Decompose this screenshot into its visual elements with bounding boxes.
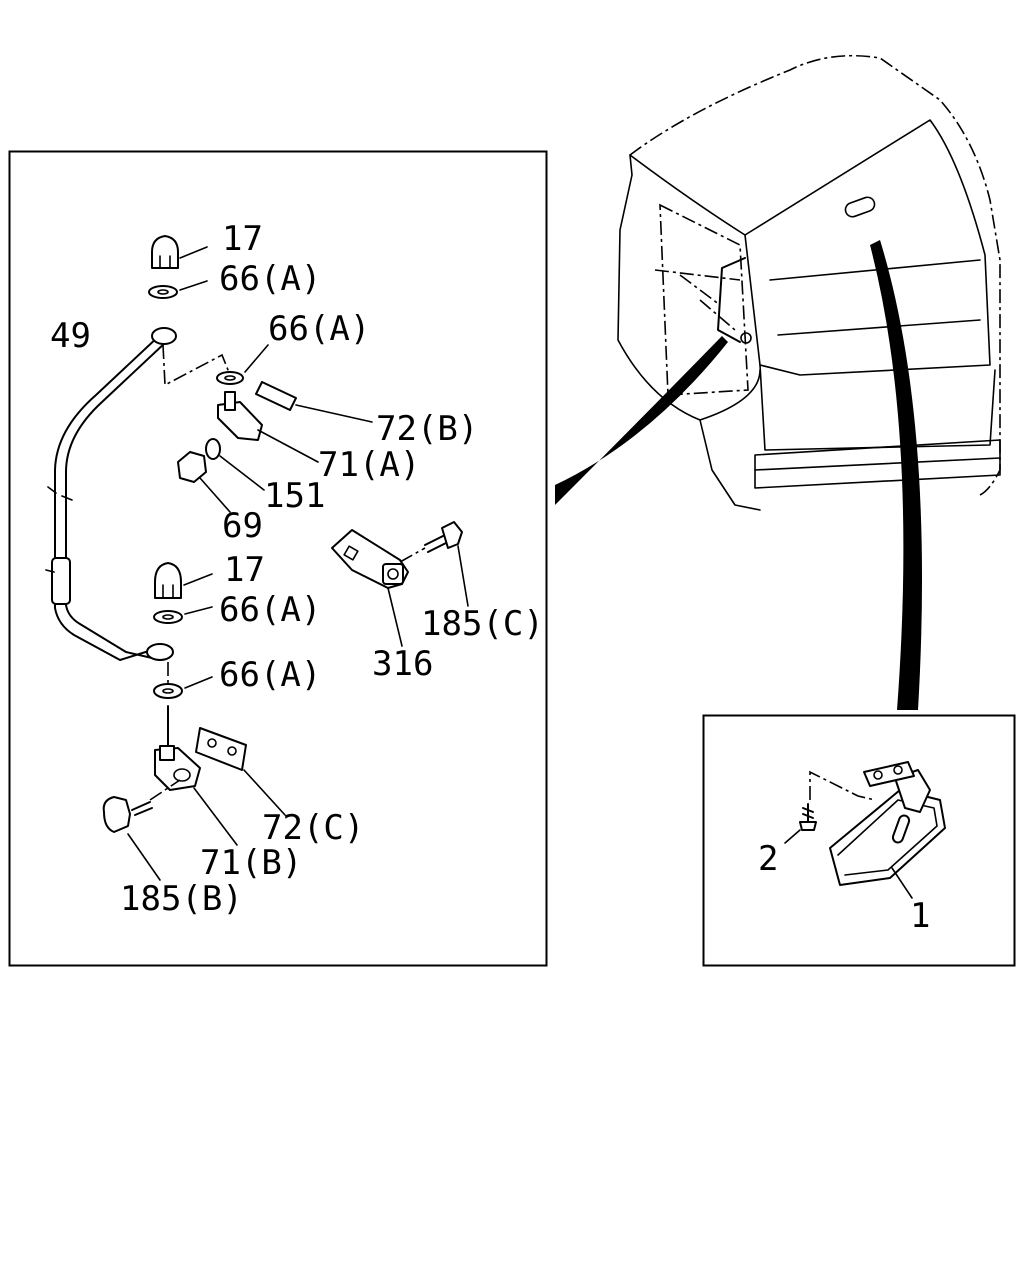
screw-2 [784,770,876,844]
callout-49: 49 [50,316,91,356]
callout-72b: 72(B) [376,409,478,449]
rod-49 [45,327,177,661]
callout-band-right [870,240,923,710]
vehicle-rear-illustration [617,54,1001,511]
washer-66a-4 [153,662,213,699]
callout-185b: 185(B) [120,879,243,919]
bolt-185b [102,779,181,881]
bracket-71b [154,705,238,846]
callout-71a: 71(A) [318,445,420,485]
washer-151 [205,438,265,491]
callout-17-top: 17 [222,219,263,259]
plate-72c [195,727,286,816]
bolt-185c [399,521,469,607]
callout-66a-1: 66(A) [219,259,321,299]
callout-316: 316 [372,644,433,684]
bracket-72b [255,381,373,423]
callout-66a-4: 66(A) [219,655,321,695]
callout-2: 2 [758,839,778,879]
cap-nut-17-bottom [154,562,213,599]
callout-151: 151 [264,476,325,516]
callout-71b: 71(B) [200,843,302,883]
washer-66a-3 [153,606,213,624]
washer-66a-1 [148,280,208,299]
washer-66a-2 [216,344,269,385]
right-detail-box [702,714,1016,967]
callout-66a-3: 66(A) [219,590,321,630]
callout-69: 69 [222,506,263,546]
callout-185c: 185(C) [421,604,544,644]
mirror-1 [829,761,946,899]
left-detail-box [8,150,548,967]
bracket-316 [331,529,409,647]
assembly-line-1 [162,344,231,387]
nut-69 [177,451,231,513]
callout-band-left [555,336,728,505]
callout-1: 1 [910,896,930,936]
cap-nut-17-top [151,235,208,269]
callout-17-bottom: 17 [224,550,265,590]
bracket-71a [217,391,319,463]
callout-66a-2: 66(A) [268,309,370,349]
callout-72c: 72(C) [262,808,364,848]
